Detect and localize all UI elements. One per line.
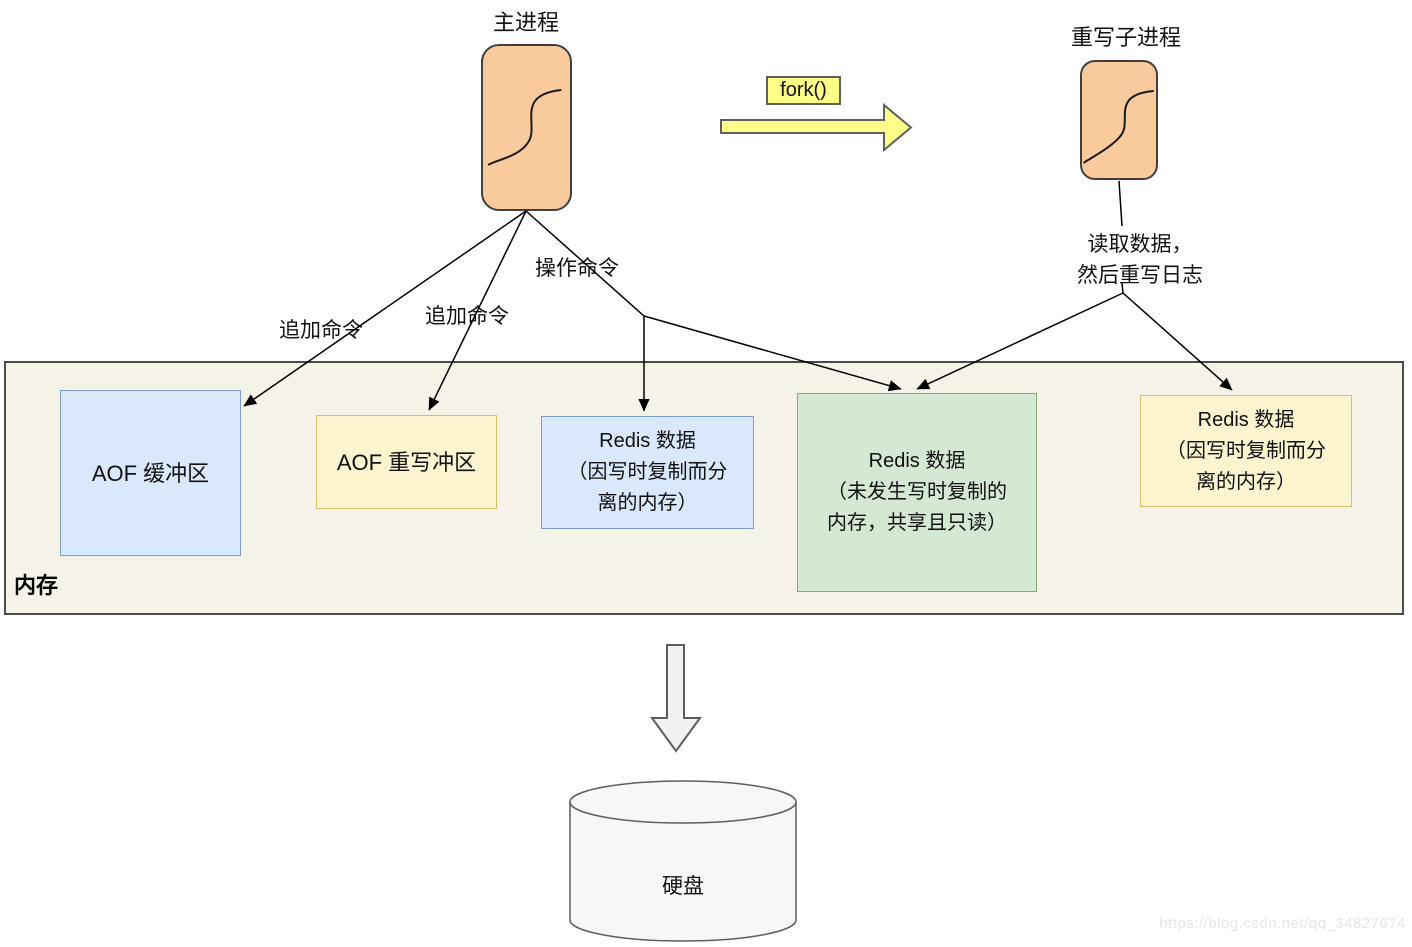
edge-label-append-1: 追加命令: [279, 319, 363, 342]
box-text-line: Redis 数据: [868, 450, 966, 472]
aof-rewrite-buffer-box: AOF 重写冲区: [316, 415, 497, 509]
box-text-line: 离的内存）: [1196, 470, 1296, 493]
process-glyph-icon: [483, 46, 570, 209]
fork-arrow-icon: [720, 102, 913, 153]
redis-data-shared-box: Redis 数据 （未发生写时复制的 内存，共享且只读）: [797, 393, 1037, 592]
main-process-label: 主进程: [492, 10, 559, 35]
edge-label-read-rewrite-line2: 然后重写日志: [1077, 264, 1203, 287]
box-text-line: （未发生写时复制的: [827, 481, 1007, 503]
fork-label-text: fork(): [780, 79, 827, 101]
watermark: https://blog.csdn.net/qq_34827674: [1159, 915, 1406, 932]
box-text-line: Redis 数据: [1197, 408, 1295, 431]
process-glyph-icon: [1082, 62, 1156, 178]
child-process-label: 重写子进程: [1070, 25, 1181, 50]
box-text-line: 内存，共享且只读）: [827, 512, 1007, 534]
edge-label-operate: 操作命令: [535, 257, 619, 280]
disk-cylinder-top: [569, 780, 797, 824]
box-text-line: （因写时复制而分: [567, 461, 728, 483]
aof-buffer-box: AOF 缓冲区: [60, 390, 241, 556]
down-arrow-icon: [650, 644, 702, 753]
box-text-line: （因写时复制而分: [1166, 439, 1326, 462]
box-text-line: AOF 缓冲区: [91, 460, 210, 486]
child-process-node: [1080, 60, 1158, 180]
edge-label-read-rewrite-line1: 读取数据，: [1087, 233, 1193, 256]
edge-label-append-2: 追加命令: [425, 305, 509, 328]
memory-label: 内存: [14, 573, 59, 598]
redis-data-cow-right-box: Redis 数据 （因写时复制而分 离的内存）: [1140, 395, 1352, 507]
edge-read-trunk-upper: [1118, 180, 1123, 227]
fork-label: fork(): [766, 76, 841, 105]
box-text-line: Redis 数据: [599, 430, 696, 452]
disk-label: 硬盘: [662, 875, 704, 898]
main-process-node: [481, 44, 572, 211]
redis-data-cow-left-box: Redis 数据 （因写时复制而分 离的内存）: [541, 416, 754, 529]
edge-label-read-rewrite: 读取数据， 然后重写日志: [1040, 229, 1240, 291]
box-text-line: 离的内存）: [597, 492, 698, 514]
box-text-line: AOF 重写冲区: [336, 449, 477, 475]
